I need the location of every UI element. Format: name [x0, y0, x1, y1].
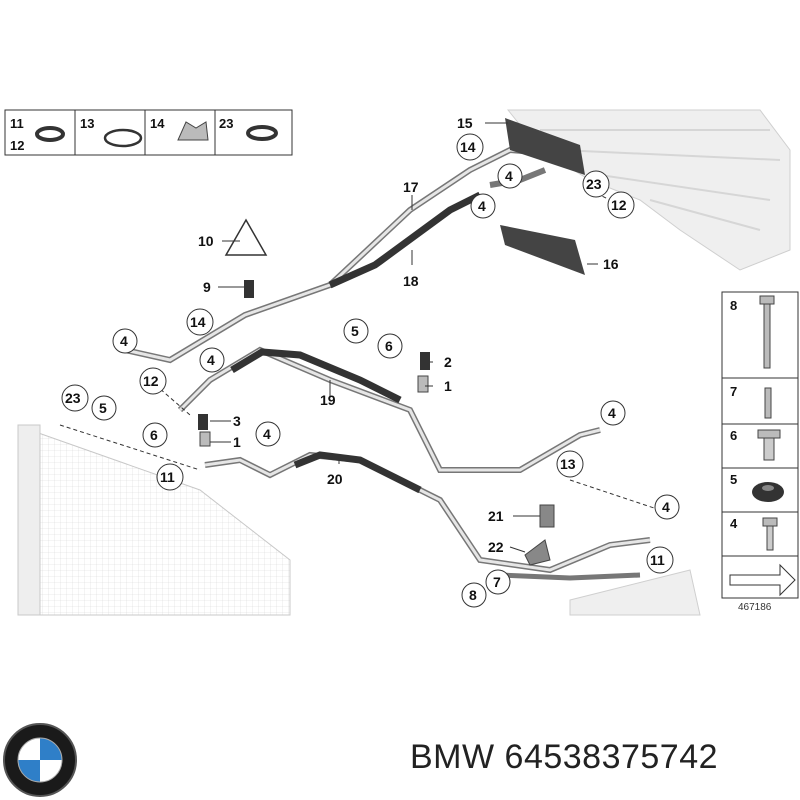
legend-num-23: 23 [219, 116, 233, 131]
label-22: 22 [488, 539, 504, 555]
part-21 [539, 504, 555, 528]
label-17: 17 [403, 179, 419, 195]
callout-23b: 23 [65, 390, 81, 406]
arrow-icon [729, 563, 796, 597]
callout-14a: 14 [460, 139, 476, 155]
label-16: 16 [603, 256, 619, 272]
callout-6a: 6 [385, 338, 393, 354]
label-21: 21 [488, 508, 504, 524]
valve-1a [417, 375, 429, 393]
pipes [124, 146, 651, 581]
short-bolt-icon [764, 387, 772, 419]
callout-6b: 6 [150, 427, 158, 443]
callouts: 14 4 4 23 12 14 5 6 4 4 12 23 5 6 4 4 11… [61, 133, 680, 608]
o-ring-small-icon [246, 125, 278, 141]
cap-3 [198, 414, 208, 430]
callout-5b: 5 [99, 400, 107, 416]
labels: 15 17 18 16 10 9 19 20 2 1 3 1 21 22 [198, 115, 619, 555]
label-2: 2 [444, 354, 452, 370]
warning-triangle-icon [224, 218, 268, 256]
label-10: 10 [198, 233, 214, 249]
cap-2 [420, 352, 430, 370]
part-number-caption: BMW 64538375742 [410, 738, 719, 776]
bolt-icon [762, 517, 778, 527]
callout-8: 8 [469, 587, 477, 603]
grommet-icon [752, 482, 784, 502]
callout-23a: 23 [586, 176, 602, 192]
callout-7: 7 [493, 574, 501, 590]
clip-icon [177, 121, 209, 141]
callout-12b: 12 [143, 373, 159, 389]
callout-13: 13 [560, 456, 576, 472]
label-18: 18 [403, 273, 419, 289]
callout-4b: 4 [478, 198, 486, 214]
callout-12a: 12 [611, 197, 627, 213]
label-1a: 1 [444, 378, 452, 394]
condenser [17, 424, 291, 616]
legend-num-12: 12 [10, 138, 24, 153]
label-15: 15 [457, 115, 473, 131]
legend-num-6: 6 [730, 428, 737, 443]
label-1b: 1 [233, 434, 241, 450]
callout-4a: 4 [505, 168, 513, 184]
seal-ring-icon [103, 128, 143, 148]
right-legend: 8 7 6 5 4 467186 [721, 291, 799, 613]
callout-4e: 4 [263, 426, 271, 442]
leader-lines [210, 122, 598, 553]
diagram-ref: 467186 [738, 602, 772, 613]
compressor [569, 569, 701, 616]
bmw-logo [3, 723, 77, 797]
legend-num-4: 4 [730, 516, 738, 531]
bracket-16 [500, 225, 585, 275]
legend-num-7: 7 [730, 384, 737, 399]
callout-11b: 11 [650, 552, 665, 568]
callout-5a: 5 [351, 323, 359, 339]
legend-num-14: 14 [150, 116, 165, 131]
part-22 [524, 539, 551, 566]
legend-num-11: 11 [10, 116, 24, 131]
callout-14b: 14 [190, 314, 206, 330]
label-20: 20 [327, 471, 343, 487]
o-ring-icon [35, 126, 65, 142]
top-legend: 11 12 13 14 23 [4, 109, 293, 156]
valve-1b [199, 431, 211, 447]
long-bolt-icon [763, 299, 771, 369]
label-19: 19 [320, 392, 336, 408]
callout-4c: 4 [120, 333, 128, 349]
legend-num-8: 8 [730, 298, 737, 313]
label-3: 3 [233, 413, 241, 429]
legend-num-5: 5 [730, 472, 737, 487]
callout-11a: 11 [160, 469, 175, 485]
nut-icon [757, 429, 781, 439]
callout-4f: 4 [608, 405, 616, 421]
bracket-15 [505, 118, 585, 175]
valve-9 [244, 280, 254, 298]
callout-4d: 4 [207, 352, 215, 368]
legend-num-13: 13 [80, 116, 94, 131]
label-9: 9 [203, 279, 211, 295]
callout-4g: 4 [662, 499, 670, 515]
